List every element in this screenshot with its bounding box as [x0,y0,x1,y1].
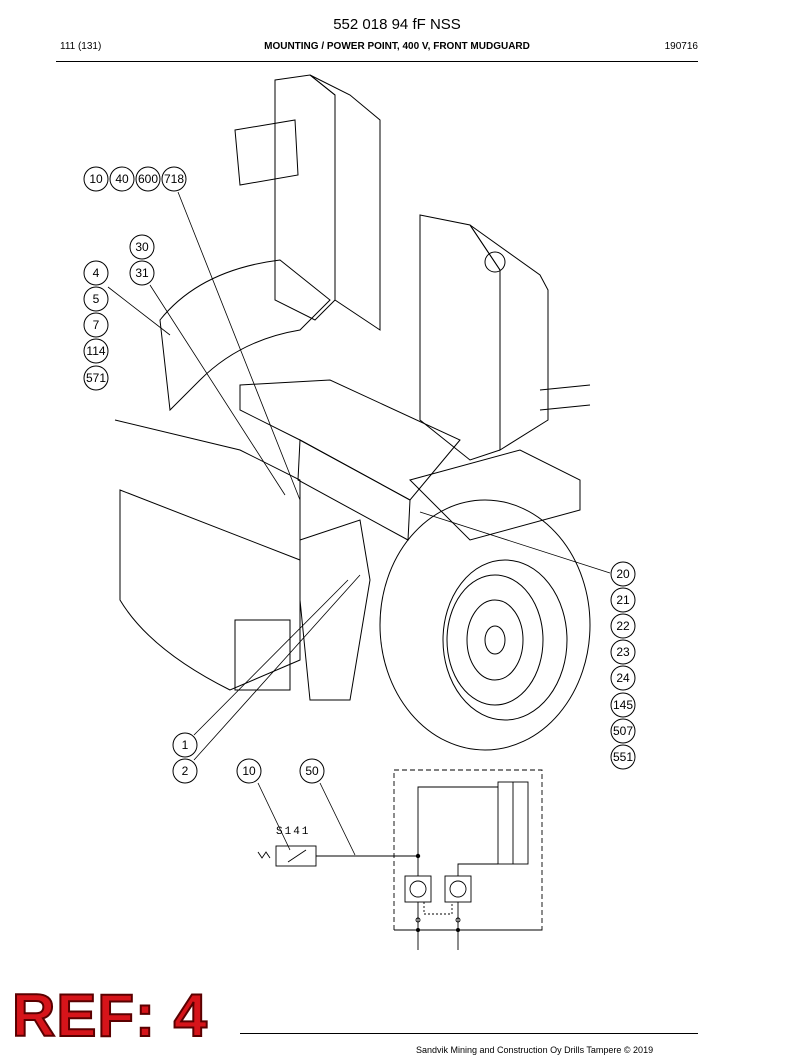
callout-114: 114 [83,338,109,364]
document-number: 552 018 94 fF NSS [333,16,461,33]
callout-23: 23 [610,639,636,665]
header-divider [56,61,698,62]
junction-dot [456,928,460,932]
callout-50: 50 [299,758,325,784]
callout-label: 50 [305,764,319,778]
callout-label: 21 [616,593,630,607]
ref-stamp: REF: 4 [11,982,209,1049]
page-title: MOUNTING / POWER POINT, 400 V, FRONT MUD… [264,41,530,52]
callout-145: 145 [610,692,636,718]
callout-label: 718 [164,172,184,186]
callout-label: 20 [616,567,630,581]
callout-label: 7 [93,318,100,332]
callout-label: 600 [138,172,158,186]
callout-551: 551 [610,744,636,770]
callout-30: 30 [129,234,155,260]
callout-4: 4 [83,260,109,286]
callout-label: 23 [616,645,630,659]
leader-lines [107,191,611,856]
callout-label: 40 [115,172,129,186]
callout-24: 24 [610,665,636,691]
callout-label: 571 [86,371,106,385]
callout-600: 600 [135,166,161,192]
machine-outline [114,74,591,751]
callout-group-schematic: 10 50 [236,758,325,784]
callout-1: 1 [172,732,198,758]
callout-2: 2 [172,758,198,784]
callout-label: 114 [86,344,105,358]
schematic-label: S141 [276,826,310,838]
callout-label: 507 [613,724,633,738]
junction-dot [416,928,420,932]
document-date: 190716 [664,41,698,52]
callout-group-right: 20 21 22 23 24 145 507 551 [610,561,636,770]
callout-label: 551 [613,750,633,764]
callout-group-bottom-left: 1 2 [172,732,198,784]
callout-22: 22 [610,613,636,639]
callout-label: 22 [616,619,630,633]
callout-507: 507 [610,718,636,744]
callout-label: 24 [616,671,630,685]
callout-10-top: 10 [83,166,109,192]
callout-label: 4 [93,266,100,280]
electrical-schematic [257,769,543,950]
callout-10-schematic: 10 [236,758,262,784]
callout-label: 1 [182,738,189,752]
callout-label: 2 [182,764,189,778]
page-reference: 111 (131) [60,41,102,52]
callout-7: 7 [83,312,109,338]
callout-718: 718 [161,166,187,192]
callout-40: 40 [109,166,135,192]
callout-label: 5 [93,292,100,306]
copyright-text: Sandvik Mining and Construction Oy Drill… [416,1045,654,1055]
callout-label: 31 [135,266,149,280]
callout-5: 5 [83,286,109,312]
footer-divider [240,1033,698,1034]
callout-label: 30 [135,240,149,254]
junction-dot [415,853,421,859]
callout-571: 571 [83,365,109,391]
callout-group-left: 4 5 7 114 571 [83,260,109,391]
callout-group-mid: 30 31 [129,234,155,286]
callout-label: 145 [613,698,633,712]
callout-31: 31 [129,260,155,286]
callout-group-top-left: 10 40 600 718 [83,166,187,192]
callout-21: 21 [610,587,636,613]
callout-label: 10 [242,764,256,778]
callout-20: 20 [610,561,636,587]
callout-label: 10 [89,172,103,186]
